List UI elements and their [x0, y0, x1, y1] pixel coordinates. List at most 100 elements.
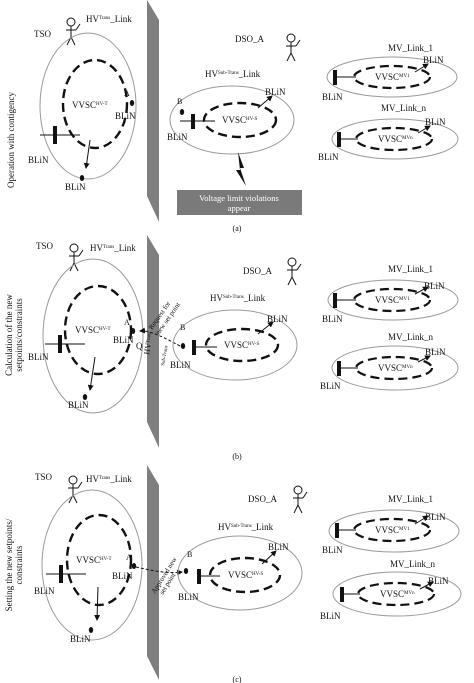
dso-vvsc-label: VVSCHV-S	[224, 340, 259, 350]
dso-vvsc-ring	[204, 327, 280, 363]
dso-label: DSO_A	[248, 494, 278, 504]
dso-label: DSO_A	[243, 266, 273, 276]
request-arrow	[139, 327, 181, 347]
node-dot	[179, 109, 185, 115]
bus-bar-icon	[340, 587, 344, 602]
bl-right: BLiN	[115, 111, 136, 121]
load-arrow-icon	[419, 581, 434, 590]
mvn-bl-left: BLiN	[320, 381, 341, 391]
dso-outer-ring	[169, 85, 295, 155]
mvn-label: MV_Link_n	[390, 559, 436, 569]
panel-b: Calculation of the new setpoints/constra…	[4, 235, 459, 461]
lightning-icon	[236, 152, 246, 186]
bus-bar-icon	[53, 126, 57, 144]
mvn-label: MV_Link_n	[381, 103, 427, 113]
bus-bar-icon	[333, 293, 337, 308]
load-arrow-icon	[257, 95, 273, 109]
bl-left: BLiN	[28, 352, 49, 362]
side-label-line2: constraints	[14, 545, 24, 584]
mv1-vvsc-ring	[352, 64, 432, 90]
separation-wall	[147, 235, 159, 448]
stick-figure-icon	[287, 257, 302, 286]
a-label: A	[124, 89, 130, 98]
mvn-bl-right: BLiN	[425, 347, 446, 357]
mvn-bl-left: BLiN	[320, 611, 341, 621]
node-dot	[180, 343, 186, 349]
bl-right: BLiN	[265, 87, 286, 97]
load-arrow-icon	[417, 355, 431, 363]
tso-outer-ring	[41, 489, 143, 641]
b-label: B	[177, 97, 182, 106]
q-sub: Sub-Trans	[161, 345, 170, 366]
side-label-line2: setpoints/constraints	[14, 298, 24, 372]
tso-link-label: HVTrans_Link	[90, 243, 136, 253]
alert-line2: appear	[228, 203, 251, 213]
tso-link-label: HVTrans_Link	[86, 474, 132, 484]
panel-caption: (c)	[233, 675, 242, 683]
mvn-outer-ring	[331, 345, 459, 391]
alert-line1: Voltage limit violations	[199, 193, 279, 203]
b-label: B	[187, 550, 192, 559]
separation-wall	[147, 0, 159, 222]
mvn-vvsc-label: VVSCMVn	[378, 134, 413, 144]
mv1-bl-left: BLiN	[322, 314, 343, 324]
bus-bar-icon	[335, 523, 339, 538]
load-arrow-icon	[87, 356, 96, 391]
node-dot	[183, 568, 189, 574]
mvn-bl-left: BLiN	[318, 152, 339, 162]
load-arrow-icon	[83, 139, 91, 169]
side-label: Operation with contigency	[6, 92, 16, 188]
load-arrow-icon	[417, 125, 431, 134]
dso-link-label: HVSub-Trans_Link	[205, 69, 261, 79]
mvn-bl-right: BLiN	[428, 576, 449, 586]
load-arrow-icon	[414, 63, 429, 73]
bl-right: BLiN	[268, 542, 289, 552]
tso-outer-ring	[42, 258, 144, 414]
mv1-outer-ring	[326, 56, 458, 98]
dso-link-label: HVSub-Trans_Link	[218, 522, 274, 532]
tso-vvsc-label: VVSCHV-T	[76, 555, 112, 565]
mv1-label: MV_Link_1	[388, 494, 433, 504]
tso-vvsc-ring	[65, 513, 133, 607]
bl-right: BLiN	[112, 571, 133, 581]
bl-left: BLiN	[34, 586, 55, 596]
bl-left: BLiN	[178, 592, 199, 602]
stick-figure-icon	[293, 485, 308, 514]
mv1-vvsc-label: VVSCMV1	[375, 295, 410, 305]
mv1-bl-left: BLiN	[322, 92, 343, 102]
side-label-line1: Setting the new setpoints/	[4, 518, 14, 611]
mv1-outer-ring	[328, 509, 460, 553]
stick-figure-icon	[66, 17, 81, 46]
dso-vvsc-label: VVSCHV-S	[222, 115, 257, 125]
separation-wall	[147, 465, 159, 680]
load-arrow-icon	[94, 586, 101, 621]
bus-bar-icon	[337, 361, 341, 376]
bl-right: BLiN	[113, 335, 134, 345]
bl-left: BLiN	[170, 360, 191, 370]
mvn-vvsc-ring	[356, 581, 436, 607]
mv1-bl-right: BLiN	[424, 281, 445, 291]
tso-label: TSO	[35, 472, 53, 482]
mvn-vvsc-label: VVSCMVn	[378, 363, 413, 373]
mv1-vvsc-label: VVSCMV1	[375, 72, 410, 82]
dso-vvsc-label: VVSCHV-S	[228, 570, 263, 580]
mv1-outer-ring	[327, 279, 459, 321]
mvn-vvsc-ring	[354, 126, 434, 152]
mvn-bl-right: BLiN	[425, 117, 446, 127]
bus-bar-icon	[333, 70, 337, 85]
dso-label: DSO_A	[235, 34, 265, 44]
bus-bar-icon	[58, 335, 62, 353]
a-label: A	[124, 318, 130, 327]
node-dot	[82, 394, 88, 400]
panel-a: Operation with contigency TSO HVTrans_Li…	[6, 0, 459, 233]
bl-right: BLiN	[267, 314, 288, 324]
mvn-outer-ring	[332, 571, 462, 617]
bl-bottom: BLiN	[65, 182, 86, 192]
panel-caption: (b)	[232, 452, 242, 461]
mv1-bl-right: BLiN	[423, 55, 444, 65]
bl-left: BLiN	[28, 155, 49, 165]
mv1-vvsc-ring	[352, 287, 432, 313]
bus-bar-icon	[191, 114, 195, 129]
side-label-line1: Calculation of the new	[4, 294, 14, 376]
node-dot	[88, 627, 94, 633]
